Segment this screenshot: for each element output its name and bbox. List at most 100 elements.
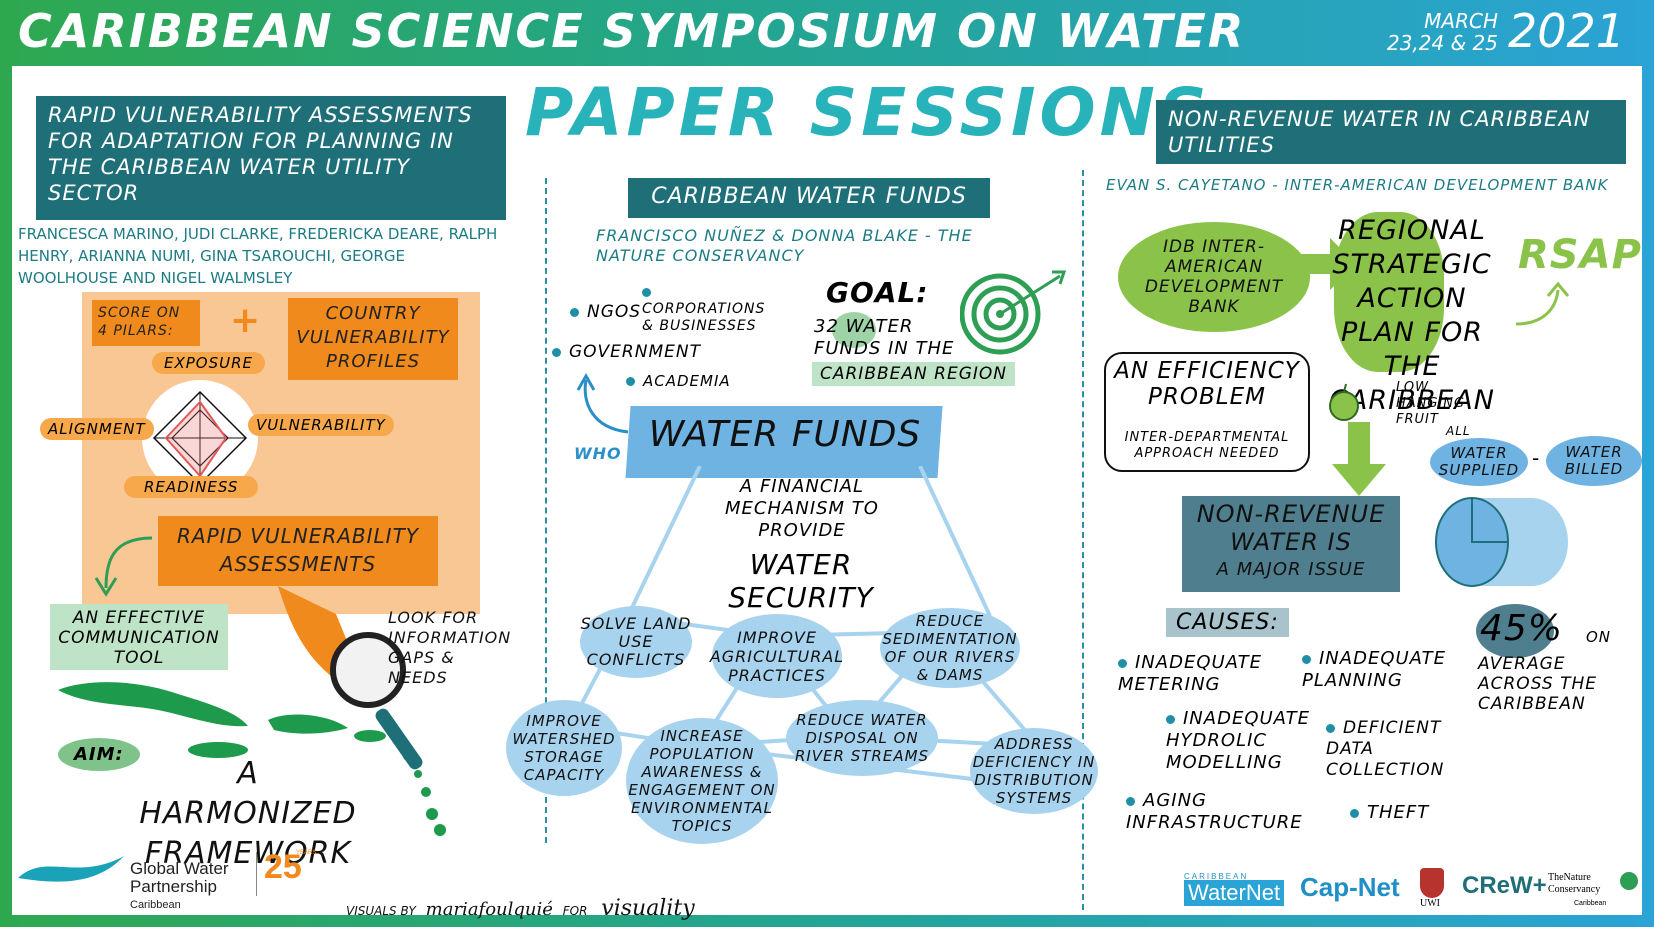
pct-on: ON bbox=[1586, 628, 1612, 646]
who-ngos-text: NGOs bbox=[587, 302, 642, 322]
radar-exposure: EXPOSURE bbox=[152, 352, 266, 374]
divider-right bbox=[1082, 170, 1084, 910]
nrw-box: NON-REVENUE WATER IS A MAJOR ISSUE bbox=[1182, 496, 1400, 592]
water-security-text: WATER SECURITY bbox=[728, 548, 874, 614]
goal-label: GOAL: bbox=[826, 276, 929, 309]
efficiency-sub: INTER-DEPARTMENTAL APPROACH NEEDED bbox=[1124, 430, 1290, 461]
capnet-logo: Cap-Net bbox=[1300, 872, 1400, 902]
date-range: MARCH 23,24 & 25 bbox=[1378, 10, 1498, 54]
down-arrow-icon bbox=[1332, 422, 1386, 496]
bullet-icon bbox=[1326, 723, 1335, 733]
who-corporations: CORPORATIONS & BUSINESSES bbox=[642, 284, 782, 335]
who-government: GOVERNMENT bbox=[552, 342, 701, 362]
credit-line: VISUALS BY mariafoulquié FOR visuality bbox=[346, 896, 695, 921]
node-watershed: IMPROVE WATERSHED STORAGE CAPACITY bbox=[506, 700, 622, 796]
cause-modelling: INADEQUATE HYDROLIC MODELLING bbox=[1166, 708, 1326, 774]
cause-metering: INADEQUATE METERING bbox=[1118, 652, 1288, 696]
crew-logo: CReW+ bbox=[1462, 872, 1547, 899]
credit-brand: visuality bbox=[601, 896, 695, 921]
node-land-use: SOLVE LAND USE CONFLICTS bbox=[580, 606, 692, 678]
gwp-years: YEARS bbox=[296, 850, 317, 856]
cause-data-text: DEFICIENT DATA COLLECTION bbox=[1326, 718, 1445, 780]
gwp-line3: Caribbean bbox=[130, 899, 181, 911]
bullet-icon bbox=[1166, 714, 1175, 724]
waternet-caption: CARIBBEAN bbox=[1184, 872, 1249, 881]
efficiency-title: AN EFFICIENCY PROBLEM bbox=[1114, 358, 1300, 410]
gwp-line2: Partnership bbox=[130, 877, 217, 896]
plus-sign: + bbox=[230, 300, 261, 341]
goal-highlight bbox=[832, 312, 876, 348]
target-icon bbox=[960, 270, 1067, 355]
cause-planning-text: INADEQUATE PLANNING bbox=[1302, 648, 1447, 691]
who-ngos: NGOs bbox=[570, 302, 641, 322]
cause-planning: INADEQUATE PLANNING bbox=[1302, 648, 1462, 692]
who-corporations-text: CORPORATIONS & BUSINESSES bbox=[642, 301, 766, 334]
magnifier-icon bbox=[330, 632, 406, 708]
all-label: ALL bbox=[1446, 424, 1471, 438]
year-label: 2021 bbox=[1508, 4, 1626, 58]
cause-theft-text: THEFT bbox=[1367, 802, 1430, 823]
rva-label: RAPID VULNERABILITY ASSESSMENTS bbox=[158, 516, 438, 586]
node-disposal: REDUCE WATER DISPOSAL ON RIVER STREAMS bbox=[786, 700, 938, 776]
water-billed: WATER BILLED bbox=[1546, 436, 1642, 486]
nrw-line3: A MAJOR ISSUE bbox=[1216, 559, 1366, 580]
who-label: WHO bbox=[574, 444, 622, 463]
bullet-icon bbox=[626, 377, 635, 386]
waternet-logo: WaterNet bbox=[1184, 880, 1285, 906]
page-title: PAPER SESSIONS bbox=[525, 74, 1211, 151]
uwi-crest-icon bbox=[1420, 868, 1444, 898]
credit-prefix: VISUALS BY bbox=[346, 904, 416, 918]
pct-blob bbox=[1476, 604, 1554, 658]
bullet-icon bbox=[1126, 796, 1135, 806]
goal-text: 32 WATER FUNDS IN THE bbox=[814, 316, 955, 359]
goal-region: CARIBBEAN REGION bbox=[812, 362, 1015, 386]
score-label: SCORE ON 4 PILARS: bbox=[92, 300, 200, 346]
gwp-25-logo: 25 bbox=[264, 848, 302, 886]
left-authors: FRANCESCA MARINO, JUDI CLARKE, FREDERICK… bbox=[18, 225, 498, 287]
middle-section-title: CARIBBEAN WATER FUNDS bbox=[628, 178, 990, 218]
who-academia-text: ACADEMIA bbox=[643, 372, 731, 390]
left-section-title: RAPID VULNERABILITY ASSESSMENTS FOR ADAP… bbox=[36, 96, 506, 220]
gwp-line1: Global Water bbox=[130, 859, 229, 878]
tnc-leaf-icon bbox=[1620, 872, 1638, 890]
green-arrow-icon bbox=[94, 536, 153, 597]
right-section-title: NON-REVENUE WATER IN CARIBBEAN UTILITIES bbox=[1156, 100, 1626, 164]
right-author: EVAN S. CAYETANO - INTER-AMERICAN DEVELO… bbox=[1106, 176, 1609, 194]
aim-text: A HARMONIZED FRAMEWORK bbox=[139, 756, 357, 871]
bullet-icon bbox=[1302, 654, 1311, 664]
bullet-icon bbox=[642, 287, 651, 297]
cause-metering-text: INADEQUATE METERING bbox=[1118, 652, 1263, 695]
credit-for: FOR bbox=[562, 904, 588, 918]
water-supplied: WATER SUPPLIED bbox=[1430, 438, 1528, 486]
node-sedimentation: REDUCE SEDIMENTATION OF OUR RIVERS & DAM… bbox=[880, 608, 1020, 688]
tnc-caption: Caribbean bbox=[1574, 900, 1607, 907]
efficiency-bubble bbox=[1104, 352, 1310, 472]
look-for-text: LOOK FOR INFORMATION GAPS & NEEDS bbox=[388, 608, 512, 687]
radar-vulnerability: VULNERABILITY bbox=[248, 414, 394, 436]
credit-name: mariafoulquié bbox=[425, 899, 553, 920]
node-awareness: INCREASE POPULATION AWARENESS & ENGAGEME… bbox=[626, 718, 778, 844]
rsap-arrow-icon bbox=[1515, 281, 1570, 326]
nrw-line1: NON-REVENUE bbox=[1196, 500, 1386, 528]
apple-icon bbox=[1329, 383, 1359, 421]
bullet-icon bbox=[570, 307, 579, 317]
who-arrow-icon bbox=[576, 372, 629, 434]
cause-modelling-text: INADEQUATE HYDROLIC MODELLING bbox=[1166, 708, 1311, 773]
cause-aging-text: AGING INFRASTRUCTURE bbox=[1126, 790, 1303, 833]
who-government-text: GOVERNMENT bbox=[569, 342, 701, 362]
minus-sign: - bbox=[1532, 446, 1540, 470]
gwp-logo: Global Water Partnership Caribbean bbox=[130, 860, 229, 914]
tnc-logo: TheNature Conservancy bbox=[1548, 872, 1601, 895]
idb-label: IDB INTER-AMERICAN DEVELOPMENT BANK bbox=[1118, 222, 1310, 332]
divider-left bbox=[545, 178, 547, 843]
aim-label: AIM: bbox=[58, 738, 140, 771]
date-days: 23,24 & 25 bbox=[1386, 31, 1498, 55]
water-funds-title: WATER FUNDS bbox=[648, 414, 922, 455]
pct-text: AVERAGE ACROSS THE CARIBBEAN bbox=[1478, 654, 1597, 714]
gwp-wave-icon bbox=[18, 856, 124, 882]
symposium-title: CARIBBEAN SCIENCE SYMPOSIUM ON WATER bbox=[18, 4, 1246, 58]
mechanism-text: A FINANCIAL MECHANISM TO PROVIDE bbox=[725, 476, 879, 541]
caribbean-map-icon bbox=[58, 682, 446, 836]
who-academia: ACADEMIA bbox=[626, 372, 731, 390]
low-hanging-fruit: LOW HANGING FRUIT bbox=[1396, 380, 1466, 427]
